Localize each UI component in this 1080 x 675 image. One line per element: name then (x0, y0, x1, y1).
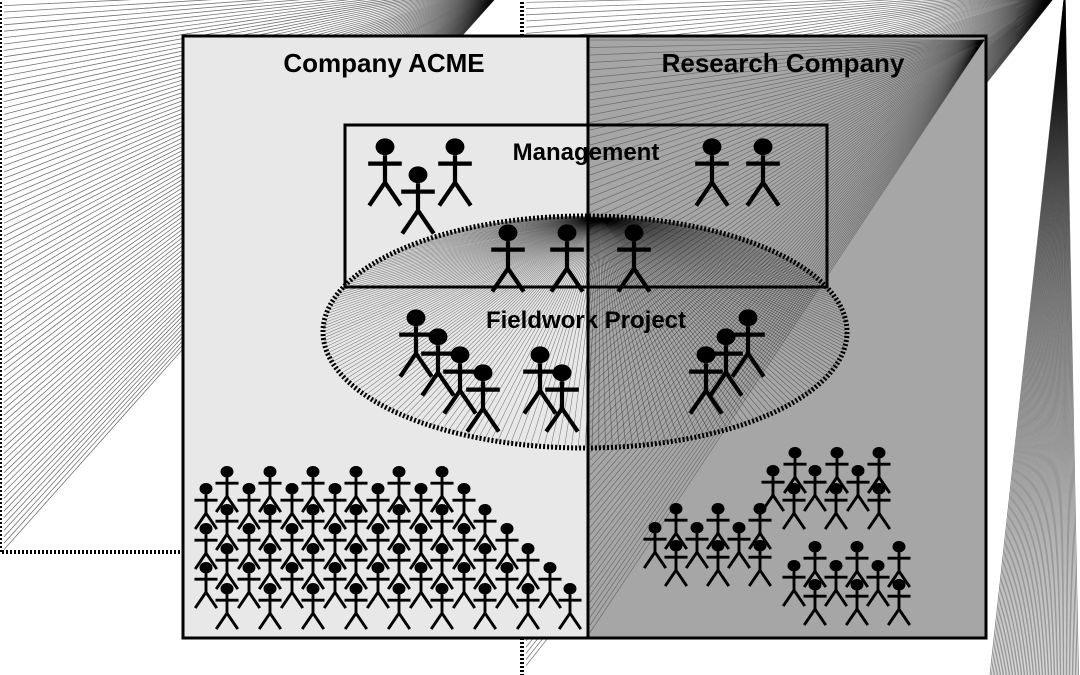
research-label: Research Company (662, 48, 905, 78)
acme-panel (181, 34, 590, 640)
management-label: Management (513, 139, 660, 166)
research-panel-hatch (589, 39, 985, 633)
fieldwork-label: Fieldwork Project (486, 307, 686, 334)
management-box (343, 123, 829, 289)
fieldwork-hatch (322, 215, 848, 449)
acme-label: Company ACME (283, 48, 484, 78)
fieldwork-ellipse (320, 213, 850, 451)
